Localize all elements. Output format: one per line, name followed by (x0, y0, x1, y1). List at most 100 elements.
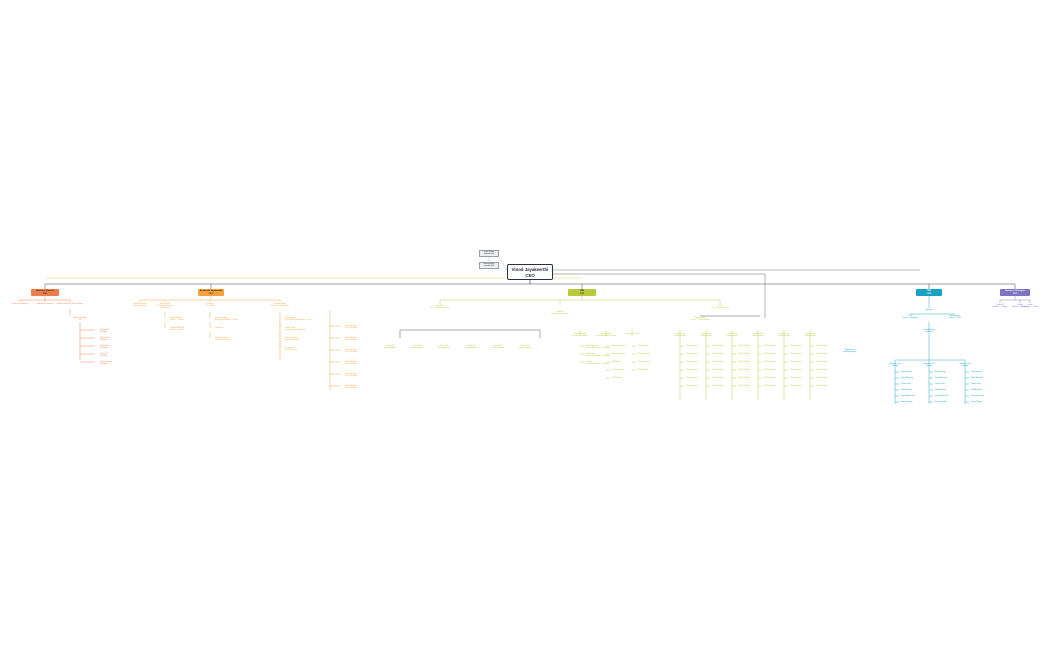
org-node-label[interactable]: DevOps Engineer (612, 369, 625, 371)
org-node-label[interactable]: Product Support (712, 344, 724, 347)
org-node-label[interactable]: Global Sales Strategist (37, 302, 54, 305)
org-node-label[interactable]: Product Support (686, 368, 698, 371)
org-node-label[interactable]: Product Support (738, 352, 750, 355)
org-node-label[interactable]: Product Support (712, 376, 724, 379)
org-node-label[interactable]: Product Support (816, 344, 828, 347)
org-node-label[interactable]: Product Support (816, 368, 828, 371)
org-node-label[interactable]: Product Support (816, 360, 828, 363)
org-node-label[interactable]: Infrastructure Lead (625, 332, 638, 335)
department-node-cso[interactable]: Business Planner CSO (31, 289, 59, 296)
org-node-label[interactable]: Content Lead (971, 382, 981, 385)
org-node-label[interactable]: Product Support (686, 352, 698, 355)
org-node-label[interactable]: Product Support (816, 376, 828, 379)
department-node-cmo[interactable]: TBD CMO (916, 289, 942, 296)
org-node-label[interactable]: Product Support (712, 352, 724, 355)
org-node-label[interactable]: Events Manager (935, 400, 947, 403)
org-node-label[interactable]: Backend Engineer (612, 345, 625, 347)
org-node-label[interactable]: Digital Marketing (901, 376, 913, 379)
org-node-label[interactable]: Product Support (764, 360, 776, 363)
org-node-label[interactable]: Product Support (686, 360, 698, 363)
department-node-cpo[interactable]: Business Strategist CPO (1000, 289, 1030, 296)
department-node-cto[interactable]: TBD CTO (568, 289, 596, 296)
org-node-label[interactable]: Field Marketing (901, 388, 912, 391)
org-node-label[interactable]: Product Support (764, 344, 776, 347)
org-node-label[interactable]: Product Support (712, 360, 724, 363)
org-node-label[interactable]: Product Support (738, 344, 750, 347)
org-node-label[interactable]: Field Marketing (971, 388, 982, 391)
org-node-label[interactable]: Product Support (738, 376, 750, 379)
org-node-label[interactable]: Product Support (816, 384, 828, 387)
org-node-label[interactable]: Digital Marketing (971, 376, 983, 379)
org-node-label[interactable]: Product Support (686, 344, 698, 347)
org-node-label[interactable]: Network Security (638, 352, 650, 355)
org-node-label[interactable]: Brand Strategy (971, 370, 982, 373)
org-node-label[interactable]: Platform Support (638, 360, 651, 363)
org-node-label[interactable]: Events Manager (971, 400, 983, 403)
org-node-label[interactable]: Social Media Lead (901, 395, 914, 397)
org-node-label[interactable]: Site Reliability (638, 368, 648, 371)
org-node-label[interactable]: Product Support (686, 376, 698, 379)
org-node-label[interactable]: Content Lead (901, 382, 911, 385)
org-node-label[interactable]: Product Support (790, 384, 802, 387)
note-card[interactable]: Bhavana Nikam Individual Staff (479, 262, 499, 269)
org-node-label[interactable]: Field Marketing (935, 388, 946, 391)
org-node-label[interactable]: Compliance (215, 327, 224, 329)
org-node-label[interactable]: Product Support (790, 344, 802, 347)
org-node-label[interactable]: Events Manager (901, 400, 913, 403)
org-node-label[interactable]: Social Media Lead (935, 395, 948, 397)
org-node-label[interactable]: Product Support (712, 384, 724, 387)
org-node-label[interactable]: Frontend Engineer (612, 352, 626, 355)
note-card[interactable]: Sneha Divekar Individual Staff (479, 250, 499, 257)
org-node-label[interactable]: Multi-Chain Strategist (12, 302, 28, 305)
org-node-label[interactable]: Brand Strategy (901, 370, 912, 373)
ceo-node[interactable]: Vinod Jayakeerthi CEO (507, 264, 553, 280)
org-node-label[interactable]: Global VP Strategy & Sales Research (57, 302, 84, 305)
org-node-label[interactable]: Product Support (790, 352, 802, 355)
org-node-label[interactable]: Product Support (790, 368, 802, 371)
org-node-label[interactable]: Product Support (790, 376, 802, 379)
org-node-label[interactable]: Product Support (712, 368, 724, 371)
